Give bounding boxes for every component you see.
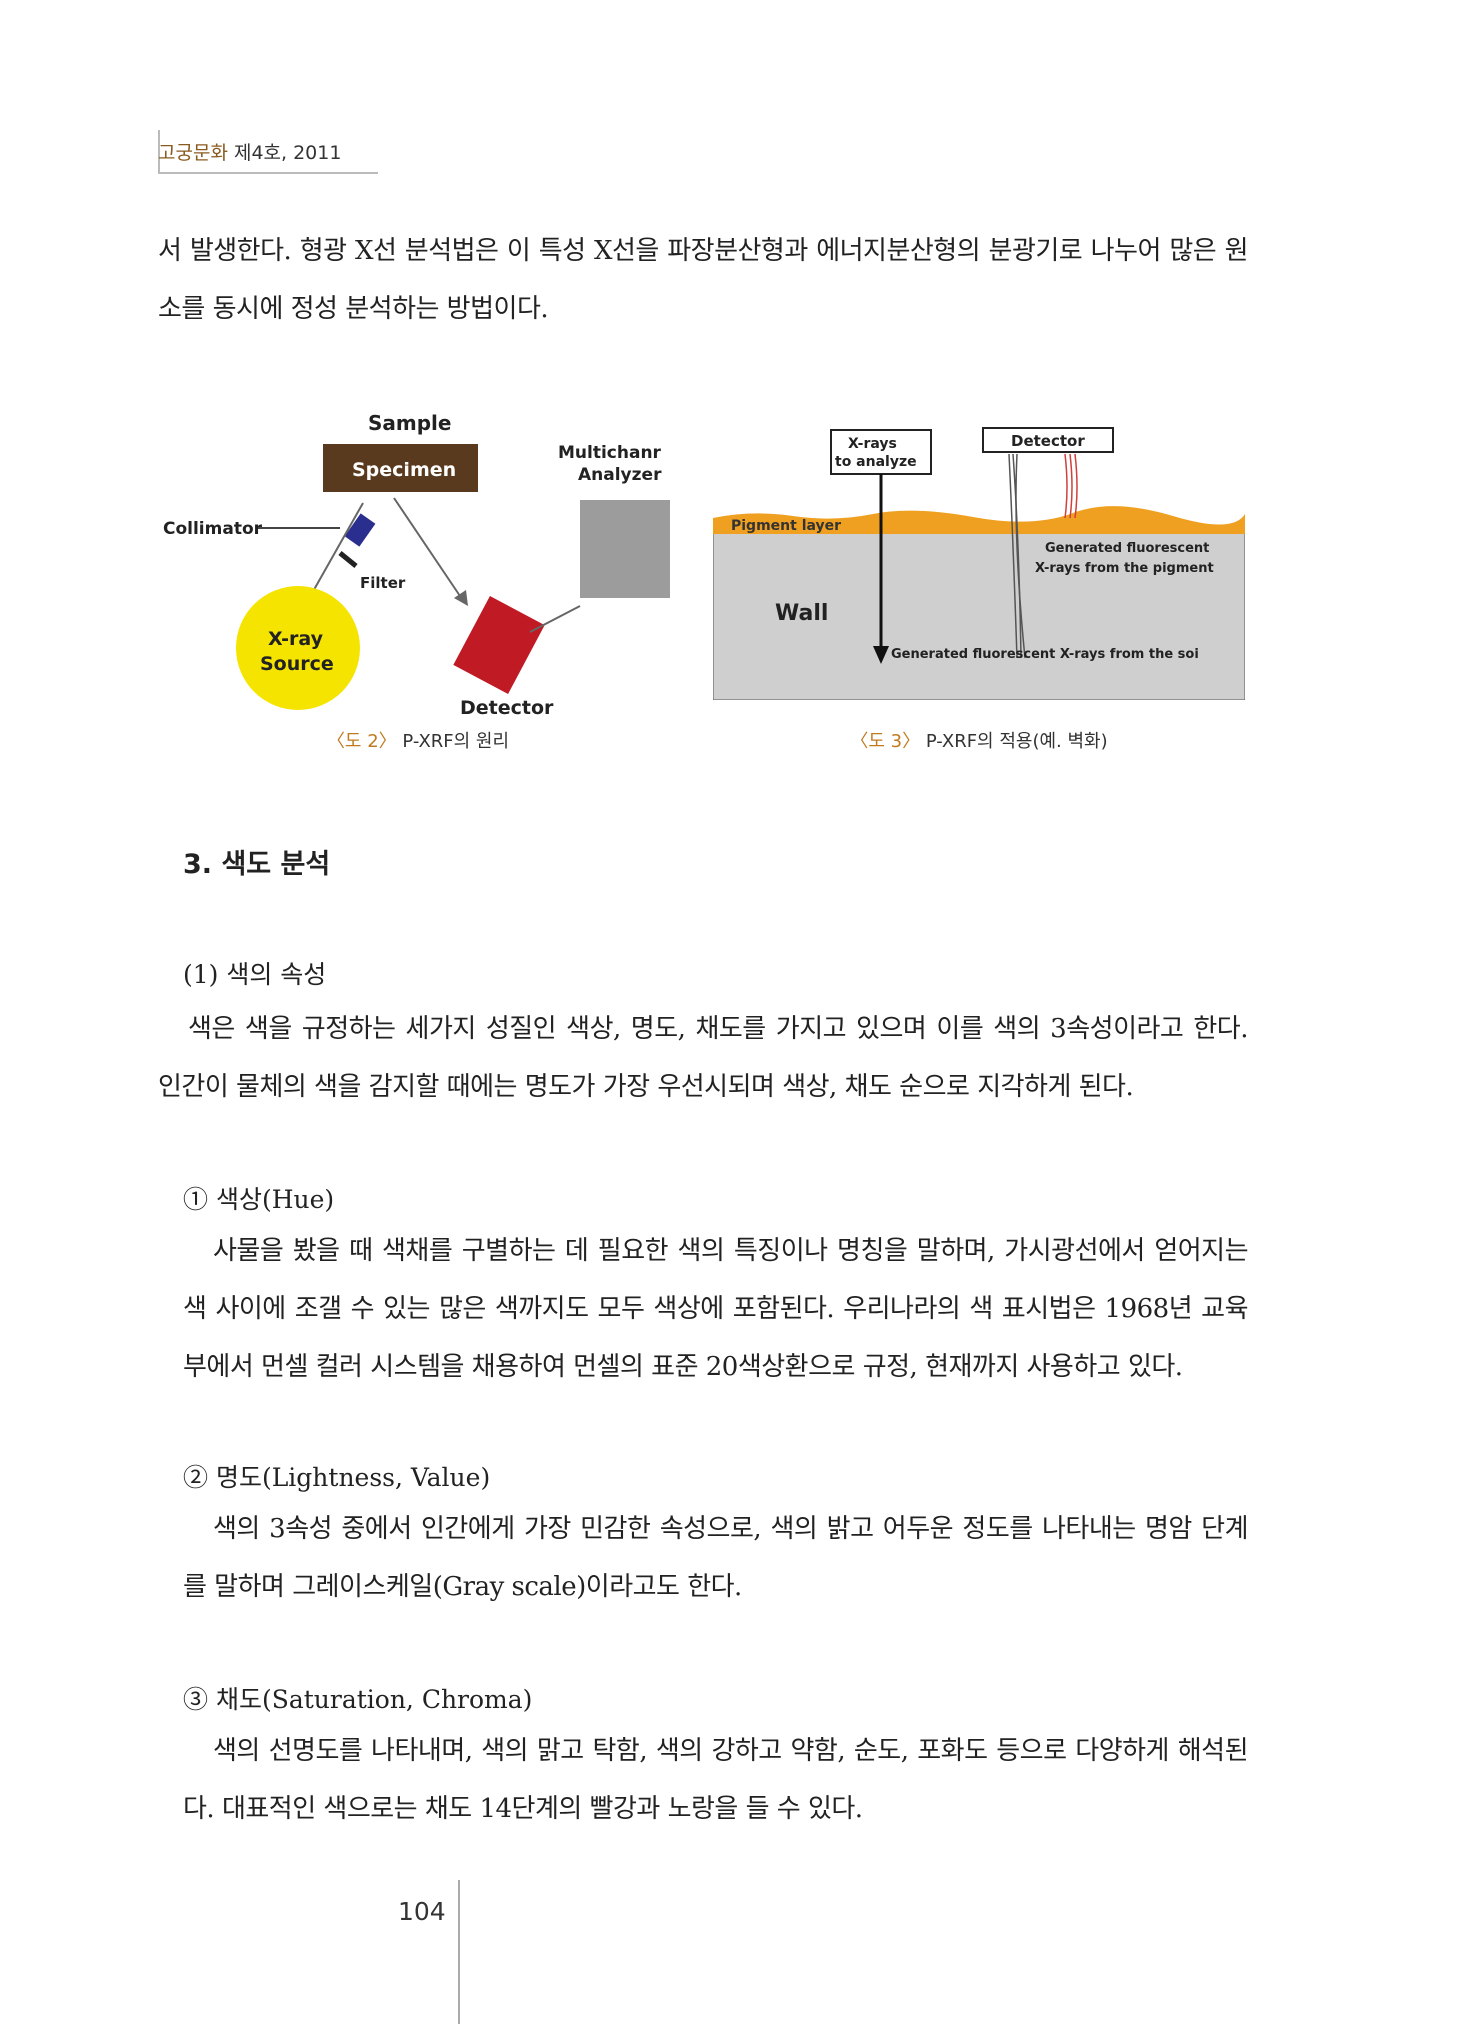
soil-ray-3 — [1015, 453, 1026, 659]
chroma-paragraph: 색의 선명도를 나타내며, 색의 맑고 탁함, 색의 강하고 약함, 순도, 포… — [183, 1736, 1249, 1824]
label-specimen: Specimen — [352, 459, 456, 481]
figure-2-diagram: Sample Specimen Multichanr Analyzer Coll… — [163, 411, 670, 719]
label-detector: Detector — [460, 697, 554, 718]
figure-2-caption: 〈도 2〉 P-XRF의 원리 — [158, 727, 678, 753]
figure-3-caption-label: 〈도 3〉 — [850, 731, 921, 752]
intro-paragraph: 서 발생한다. 형광 X선 분석법은 이 특성 X선을 파장분산형과 에너지분산… — [158, 236, 1249, 324]
label-xrays: X-rays — [848, 436, 897, 452]
label-source: Source — [260, 653, 334, 675]
collimator-block — [344, 513, 376, 547]
journal-issue: 제4호, 2011 — [233, 142, 342, 164]
label-detector-3: Detector — [1011, 432, 1085, 450]
label-generated-2: X-rays from the pigment — [1035, 561, 1214, 576]
label-wall: Wall — [775, 601, 828, 626]
label-filter: Filter — [360, 574, 406, 592]
filter-mark — [338, 551, 358, 568]
soil-ray-1 — [1008, 453, 1018, 659]
pigment-ray-2 — [1069, 453, 1073, 519]
xray-arrow-head — [873, 646, 889, 664]
page-number: 104 — [398, 1897, 446, 1926]
section-title: 3. 색도 분석 — [183, 849, 331, 880]
beam-arrowhead — [454, 590, 468, 606]
detector-box — [453, 596, 545, 694]
label-pigment: Pigment layer — [731, 518, 841, 534]
journal-title: 고궁문화 — [158, 142, 228, 164]
soil-ray-2 — [1012, 453, 1022, 659]
lightness-title: ② 명도(Lightness, Value) — [183, 1463, 491, 1492]
detector-cable — [529, 605, 581, 633]
label-soil: Generated fluorescent X-rays from the so… — [891, 647, 1199, 662]
pigment-layer — [713, 506, 1245, 534]
label-xray: X-ray — [268, 628, 324, 650]
pigment-ray-1 — [1064, 453, 1068, 519]
figure-2-caption-text: P-XRF의 원리 — [402, 731, 510, 752]
label-collimator: Collimator — [163, 519, 263, 539]
color-attributes-paragraph: 색은 색을 규정하는 세가지 성질인 색상, 명도, 채도를 가지고 있으며 이… — [158, 1014, 1249, 1102]
figure-2: Sample Specimen Multichanr Analyzer Coll… — [158, 408, 678, 719]
label-sample: Sample — [368, 411, 451, 435]
footer-rule — [458, 1880, 460, 2024]
label-multichannel-2: Analyzer — [578, 465, 662, 485]
label-multichannel-1: Multichanr — [558, 443, 662, 463]
header-rule-horizontal — [158, 172, 378, 174]
detector-box-3 — [982, 427, 1114, 453]
wall-block — [712, 529, 1246, 701]
figure-3-caption: 〈도 3〉 P-XRF의 적용(예. 벽화) — [713, 727, 1245, 753]
xray-source — [236, 586, 360, 710]
subsection-title: (1) 색의 속성 — [183, 960, 327, 989]
label-to-analyze: to analyze — [835, 454, 917, 470]
figure-3-diagram: Pigment layer X-rays to analyze Detector… — [712, 427, 1246, 701]
figure-3-caption-text: P-XRF의 적용(예. 벽화) — [925, 731, 1108, 752]
figure-3: Pigment layer X-rays to analyze Detector… — [712, 418, 1246, 701]
specimen-block — [323, 444, 478, 492]
label-generated-1: Generated fluorescent — [1045, 541, 1209, 556]
lightness-paragraph: 색의 3속성 중에서 인간에게 가장 민감한 속성으로, 색의 밝고 어두운 정… — [183, 1514, 1249, 1602]
header-rule-vertical — [158, 130, 160, 174]
analyzer-box — [580, 500, 670, 598]
xrays-box — [830, 429, 932, 475]
chroma-title: ③ 채도(Saturation, Chroma) — [183, 1685, 533, 1714]
hue-paragraph: 사물을 봤을 때 색채를 구별하는 데 필요한 색의 특징이나 명칭을 말하며,… — [183, 1236, 1249, 1382]
figure-2-caption-label: 〈도 2〉 — [326, 731, 397, 752]
hue-title: ① 색상(Hue) — [183, 1185, 335, 1214]
fluorescent-beam — [393, 497, 461, 597]
pigment-ray-3 — [1074, 453, 1078, 519]
running-header: 고궁문화 제4호, 2011 — [158, 138, 341, 171]
